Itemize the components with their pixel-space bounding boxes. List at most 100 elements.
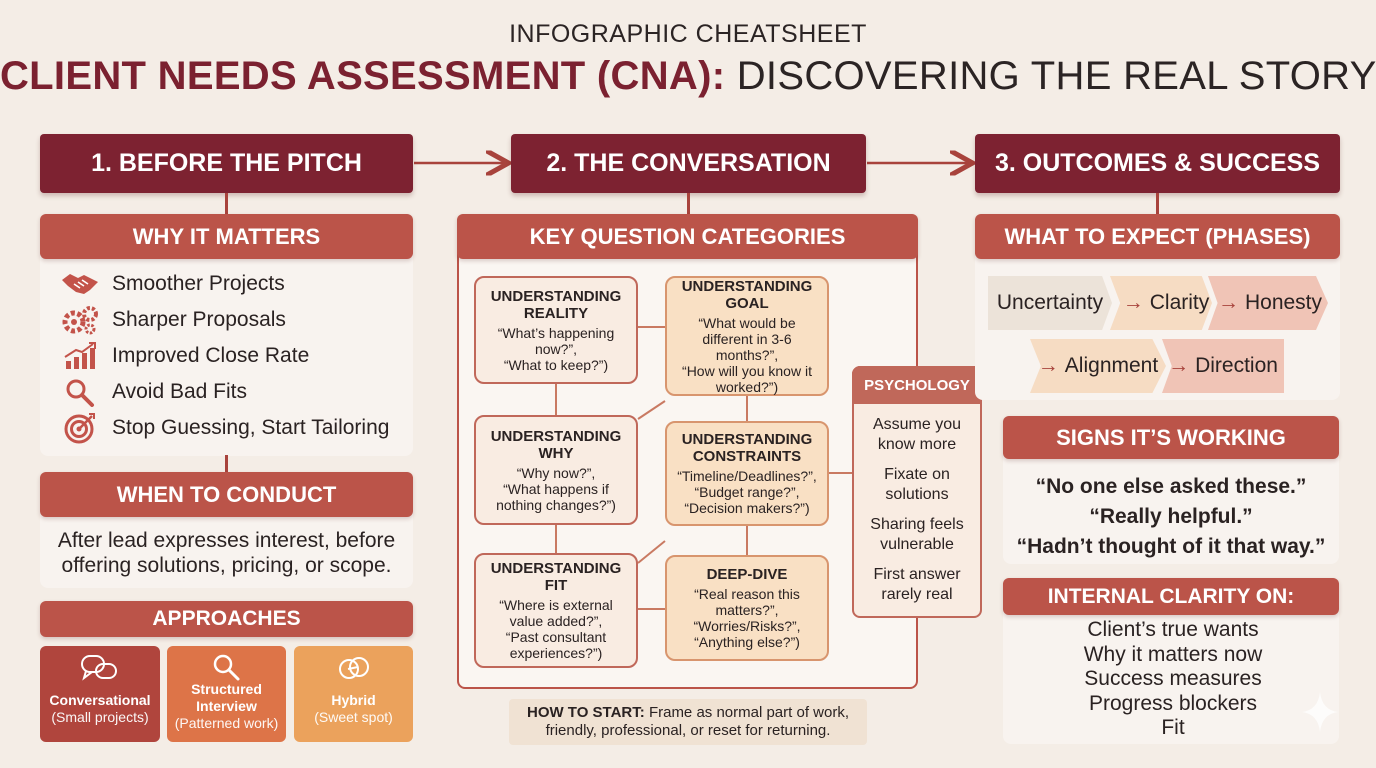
question-box-title: UNDERSTANDING CONSTRAINTS [681,431,813,465]
connector-line [225,193,228,214]
question-box-constraints: UNDERSTANDING CONSTRAINTS “Timeline/Dead… [665,421,829,526]
chat-bubbles-icon [81,655,117,681]
sign-quote: “No one else asked these.” [1035,475,1307,498]
phase-clarity: →Clarity [1110,276,1212,330]
approach-title: Structured Interview [191,681,262,714]
why-item-label: Stop Guessing, Start Tailoring [112,416,390,439]
psychology-heading: PSYCHOLOGY [852,366,982,404]
approach-title: Conversational [49,692,151,708]
clarity-item: Fit [1161,716,1185,739]
eyebrow-label: INFOGRAPHIC CHEATSHEET [509,20,867,48]
magnifier-icon [213,654,240,681]
why-item: Avoid Bad Fits [60,374,410,410]
connector-line [1156,193,1159,214]
approach-conversational: Conversational (Small projects) [40,646,160,742]
why-item-label: Smoother Projects [112,272,285,295]
question-box-examples: “Why now?”, “What happens if nothing cha… [496,464,616,513]
clarity-panel [1003,596,1339,744]
sparkle-icon [1302,692,1338,732]
how-to-start-text: Frame as normal part of work, friendly, … [545,704,849,739]
question-box-title: UNDERSTANDING FIT [490,560,622,594]
how-to-start-label: HOW TO START: [526,704,645,721]
when-to-conduct-heading: WHEN TO CONDUCT [40,472,413,517]
why-item: Stop Guessing, Start Tailoring [60,410,410,446]
what-to-expect-heading: WHAT TO EXPECT (PHASES) [975,214,1340,259]
question-connectors [555,326,852,610]
signs-working-heading: SIGNS IT’S WORKING [1003,416,1339,459]
question-box-why: UNDERSTANDING WHY “Why now?”, “What happ… [474,415,638,525]
psychology-list: Assume you know more Fixate on solutions… [858,415,976,615]
gears-icon [60,305,100,335]
arrow-icon: → [1122,291,1144,314]
phase-direction: →Direction [1162,339,1284,393]
approach-subtitle: (Patterned work) [174,715,279,731]
clarity-item: Why it matters now [1083,642,1263,666]
arrow-icon: → [1037,354,1059,377]
phase-label: Clarity [1149,291,1210,314]
phase-label: Uncertainty [996,291,1104,314]
stage-outcomes: 3. OUTCOMES & SUCCESS [975,134,1340,193]
question-box-examples: “Timeline/Deadlines?”, “Budget range?”, … [677,468,817,516]
why-item: Improved Close Rate [60,338,410,374]
question-box-title: UNDERSTANDING REALITY [490,287,622,322]
psychology-item: Sharing feels vulnerable [870,516,964,553]
sign-quote: “Really helpful.” [1089,505,1253,528]
why-it-matters-heading: WHY IT MATTERS [40,214,413,259]
hybrid-bubbles-icon [339,657,369,679]
phase-label: Honesty [1244,291,1323,314]
growth-chart-icon [60,341,100,371]
why-panel [40,232,413,456]
question-box-title: DEEP-DIVE [706,566,788,583]
why-list: Smoother Projects Sharper Proposals Impr… [60,266,410,446]
question-box-examples: “What’s happening now?”, “What to keep?”… [497,324,615,373]
connector-line [225,455,228,472]
title-dark-part: DISCOVERING THE REAL STORY [736,54,1376,98]
psychology-item: Assume you know more [872,416,962,453]
psychology-item: Fixate on solutions [884,466,950,503]
approach-title: Hybrid [331,692,376,708]
approach-hybrid: Hybrid (Sweet spot) [294,646,413,742]
page-title: CLIENT NEEDS ASSESSMENT (CNA): DISCOVERI… [0,54,1376,99]
clarity-item: Success measures [1084,667,1262,690]
question-box-goal: UNDERSTANDING GOAL “What would be differ… [665,276,829,396]
phase-alignment: →Alignment [1030,339,1166,393]
clarity-item: Progress blockers [1088,691,1258,715]
question-box-reality: UNDERSTANDING REALITY “What’s happening … [474,276,638,384]
clarity-list: Client’s true wants Why it matters now S… [1003,618,1343,741]
key-question-categories-heading: KEY QUESTION CATEGORIES [457,214,918,259]
question-box-title: UNDERSTANDING WHY [490,427,622,462]
approach-subtitle: (Small projects) [51,709,149,725]
target-icon [60,413,100,444]
why-item-label: Sharper Proposals [112,308,286,331]
arrow-icon: → [1217,291,1239,314]
question-box-examples: “Real reason this matters?”, “Worries/Ri… [693,586,801,650]
why-item: Sharper Proposals [60,302,410,338]
why-item: Smoother Projects [60,266,410,302]
why-item-label: Improved Close Rate [112,344,310,367]
when-text: After lead expresses interest, before of… [57,529,396,577]
handshake-icon [60,269,100,299]
connector-line [687,193,690,214]
sign-quote: “Hadn’t thought of it that way.” [1016,535,1326,558]
phase-honesty: →Honesty [1208,276,1328,330]
stage-conversation: 2. THE CONVERSATION [511,134,866,193]
arrow-icon: → [1168,354,1190,377]
question-box-fit: UNDERSTANDING FIT “Where is external val… [474,553,638,668]
approach-structured: Structured Interview (Patterned work) [167,646,286,742]
phase-uncertainty: Uncertainty [988,276,1112,330]
magnifier-icon [60,377,100,407]
question-box-deep-dive: DEEP-DIVE “Real reason this matters?”, “… [665,555,829,661]
title-red-part: CLIENT NEEDS ASSESSMENT (CNA): [0,54,726,98]
phase-label: Alignment [1064,354,1159,377]
internal-clarity-heading: INTERNAL CLARITY ON: [1003,578,1339,615]
phase-label: Direction [1195,354,1278,377]
how-to-start-box: HOW TO START: Frame as normal part of wo… [509,699,867,745]
clarity-item: Client’s true wants [1087,618,1259,641]
question-box-examples: “What would be different in 3-6 months?”… [682,314,812,395]
approaches-heading: APPROACHES [40,601,413,637]
question-box-examples: “Where is external value added?”, “Past … [499,597,613,661]
why-item-label: Avoid Bad Fits [112,380,248,403]
stage-before-pitch: 1. BEFORE THE PITCH [40,134,413,193]
question-box-title: UNDERSTANDING GOAL [681,277,813,312]
